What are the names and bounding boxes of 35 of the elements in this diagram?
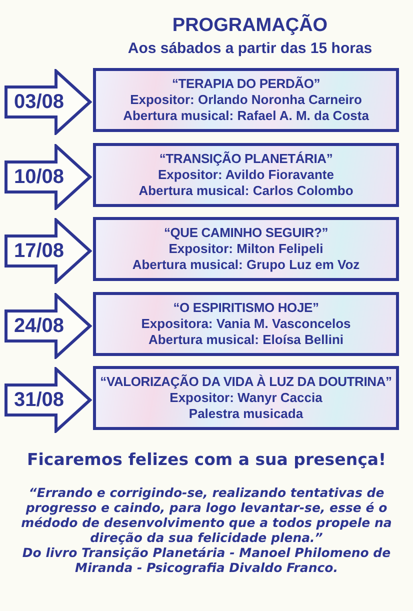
- date-text: 31/08: [12, 389, 66, 412]
- talk-title: “VALORIZAÇÃO DA VIDA À LUZ DA DOUTRINA”: [100, 374, 392, 390]
- event-note: Abertura musical: Carlos Colombo: [138, 183, 354, 199]
- event-note: Abertura musical: Grupo Luz em Voz: [132, 257, 360, 273]
- date-tag: [4, 69, 92, 135]
- date-tag: [4, 293, 92, 359]
- date-text: 03/08: [12, 91, 66, 114]
- talk-title: “TRANSIÇÃO PLANETÁRIA”: [159, 151, 333, 167]
- event-note: Abertura musical: Rafael A. M. da Costa: [123, 108, 369, 124]
- speaker-text: Expositor: Orlando Noronha Carneiro: [130, 92, 362, 108]
- event-box: [93, 366, 399, 430]
- date-text: 10/08: [12, 166, 66, 189]
- talk-title: “QUE CAMINHO SEGUIR?”: [164, 225, 328, 241]
- speaker-text: Expositora: Vania M. Vasconcelos: [141, 316, 351, 332]
- event-box: [93, 68, 399, 132]
- page-title: PROGRAMAÇÃO: [171, 15, 329, 37]
- quote-text: “Errando e corrigindo-se, realizando tentativas de progresso e caindo, para logo levantar-se, esse é o médodo de desenvolvimento que a todos propele na direção da sua felicidade plena.”: [20, 485, 393, 545]
- date-tag: [4, 218, 92, 284]
- talk-title: “TERAPIA DO PERDÃO”: [172, 76, 320, 92]
- speaker-text: Expositor: Wanyr Caccia: [170, 390, 322, 406]
- date-tag: [4, 367, 92, 433]
- event-note: Palestra musicada: [188, 406, 304, 422]
- source-text: Do livro Transição Planetária - Manoel Philomeno de Miranda - Psicografia Divaldo Franco.: [21, 545, 392, 575]
- date-tag: [4, 144, 92, 210]
- event-note: Abertura musical: Eloísa Bellini: [148, 332, 344, 348]
- subtitle: Aos sábados a partir das 15 horas: [126, 40, 374, 57]
- talk-title: “O ESPIRITISMO HOJE”: [173, 300, 319, 316]
- date-text: 17/08: [12, 240, 66, 263]
- event-box: [93, 143, 399, 207]
- closing-message: Ficaremos felizes com a sua presença!: [26, 450, 388, 469]
- speaker-text: Expositor: Milton Felipeli: [168, 241, 324, 257]
- event-box: [93, 292, 399, 356]
- date-text: 24/08: [12, 315, 66, 338]
- event-box: [93, 217, 399, 281]
- speaker-text: Expositor: Avildo Fioravante: [158, 167, 334, 183]
